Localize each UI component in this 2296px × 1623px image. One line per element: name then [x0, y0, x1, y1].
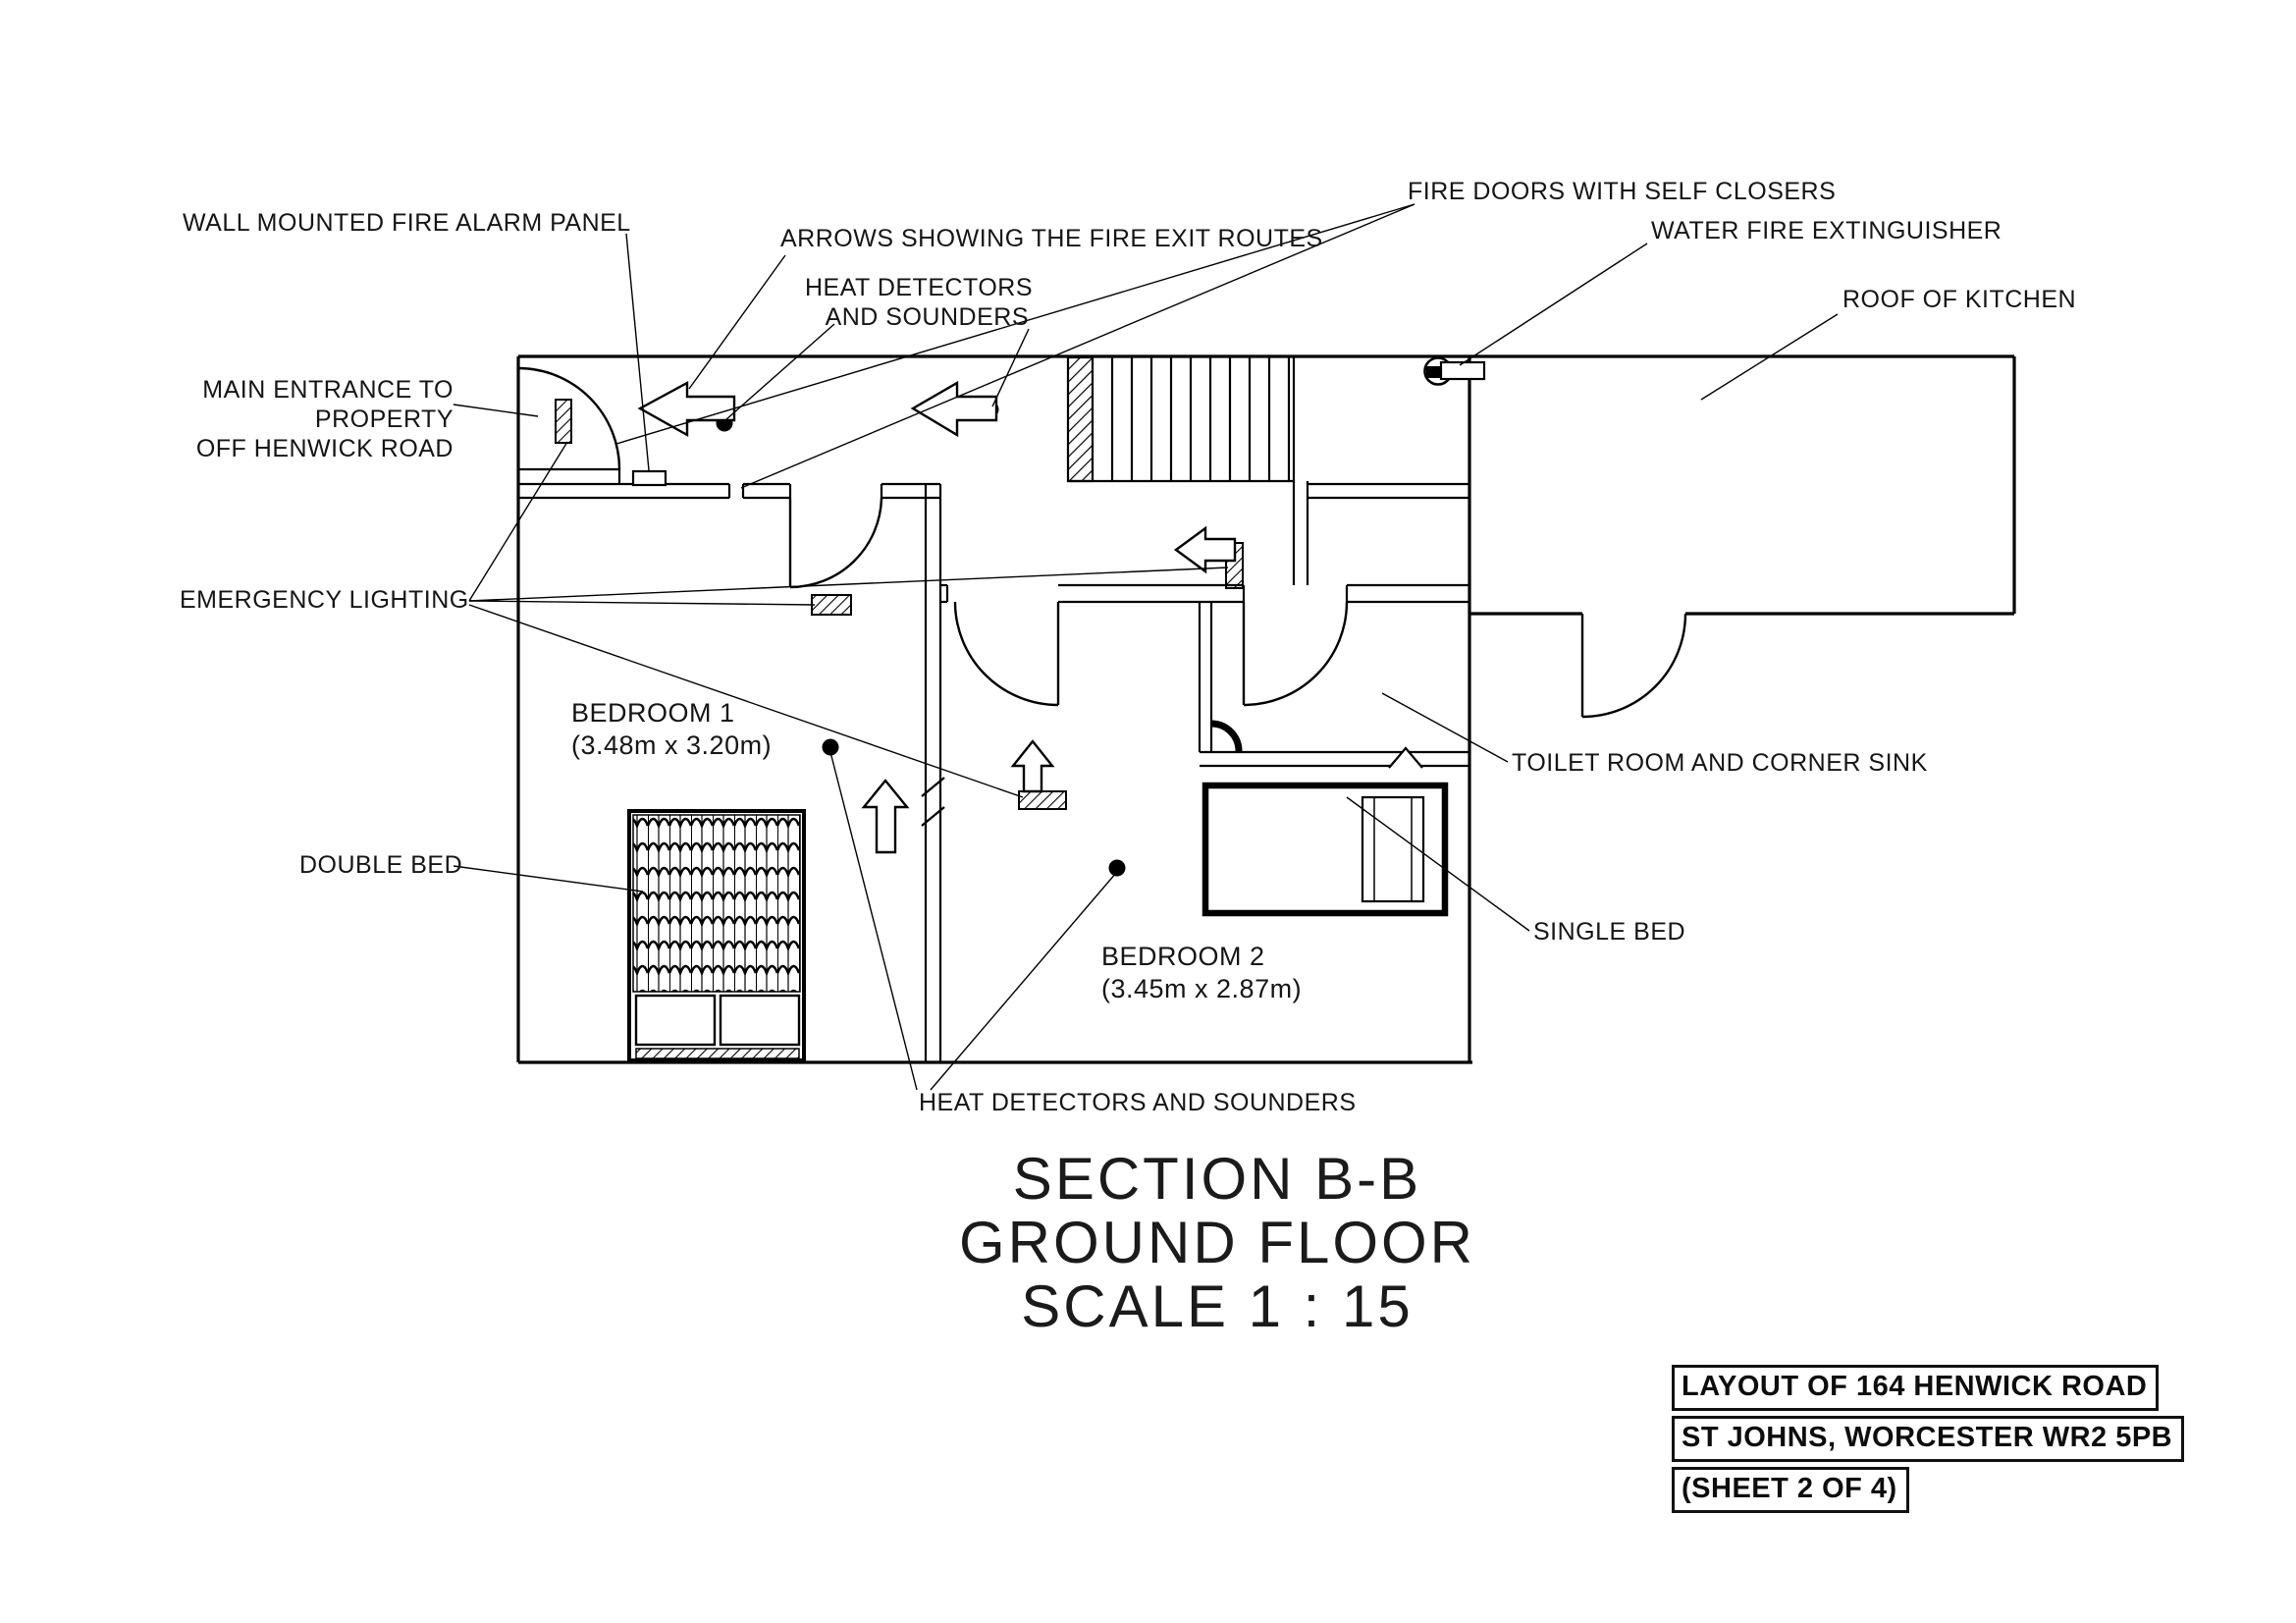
label-heat-detectors-bottom: HEAT DETECTORS AND SOUNDERS [919, 1089, 1357, 1116]
sheet-info-address-line1: LAYOUT OF 164 HENWICK ROAD [1672, 1365, 2160, 1411]
bedroom2-door-icon [953, 601, 1060, 707]
bedroom2-name: BEDROOM 2 [1101, 942, 1265, 971]
exit-arrow-up-icon [861, 779, 910, 854]
bedroom2-dimensions: (3.45m x 2.87m) [1101, 974, 1303, 1003]
toilet-door-icon [1242, 601, 1349, 707]
heat-detector-icon [822, 738, 839, 756]
label-main-entrance: MAIN ENTRANCE TO PROPERTY OFF HENWICK RO… [167, 375, 454, 463]
heat-detector-icon [1108, 859, 1126, 877]
exit-arrow-up-icon [1010, 739, 1055, 793]
label-single-bed: SINGLE BED [1533, 918, 1686, 946]
sheet-info-address-line2: ST JOHNS, WORCESTER WR2 5PB [1672, 1416, 2185, 1462]
sheet-info-block: LAYOUT OF 164 HENWICK ROAD ST JOHNS, WOR… [1672, 1365, 2185, 1518]
label-main-entrance-line1: MAIN ENTRANCE TO [202, 376, 454, 404]
main-entrance-door-icon [517, 366, 621, 470]
doors [517, 366, 1687, 719]
label-main-entrance-line2: PROPERTY [314, 406, 454, 433]
sheet-info-sheet-number: (SHEET 2 OF 4) [1672, 1467, 1909, 1513]
bedroom1-door-icon [788, 497, 883, 589]
fire-alarm-panel-icon [631, 469, 667, 487]
water-extinguisher-icon [1423, 356, 1486, 386]
label-bedroom2: BEDROOM 2 (3.45m x 2.87m) [1101, 941, 1302, 1005]
corner-sink-icon [1210, 720, 1243, 752]
emergency-light-icon [811, 594, 852, 616]
bedroom1-dimensions: (3.48m x 3.20m) [571, 730, 773, 760]
leader-lines [453, 203, 1839, 1091]
label-roof-of-kitchen: ROOF OF KITCHEN [1842, 286, 2077, 313]
label-toilet-room: TOILET ROOM AND CORNER SINK [1512, 749, 1928, 777]
title-section: SECTION B-B [1012, 1146, 1422, 1212]
single-bed-icon [1201, 782, 1449, 917]
title-floor: GROUND FLOOR [958, 1210, 1476, 1275]
label-water-extinguisher: WATER FIRE EXTINGUISHER [1651, 217, 2002, 244]
emergency-light-icon [1018, 790, 1067, 810]
fire-exit-arrows [637, 380, 1237, 854]
double-bed-icon [627, 809, 806, 1062]
staircase [1066, 355, 1296, 483]
label-heat-detectors-top-line2: AND SOUNDERS [825, 303, 1029, 331]
label-fire-doors: FIRE DOORS WITH SELF CLOSERS [1408, 178, 1837, 205]
label-exit-arrows: ARROWS SHOWING THE FIRE EXIT ROUTES [780, 225, 1323, 252]
label-bedroom1: BEDROOM 1 (3.48m x 3.20m) [571, 697, 772, 762]
title-scale: SCALE 1 : 15 [1021, 1273, 1414, 1339]
kitchen-door-icon [1580, 613, 1687, 719]
label-fire-alarm-panel: WALL MOUNTED FIRE ALARM PANEL [183, 209, 631, 237]
emergency-light-icon [555, 399, 572, 444]
kitchen-roof [1469, 356, 2016, 616]
exit-arrow-left-icon [910, 380, 998, 438]
stair-fire-door-icon [1066, 355, 1095, 483]
label-double-bed: DOUBLE BED [299, 851, 463, 879]
label-main-entrance-line3: OFF HENWICK ROAD [195, 435, 454, 462]
wall-break-marks [921, 746, 1423, 827]
drawing-title: SECTION B-B GROUND FLOOR SCALE 1 : 15 [893, 1147, 1541, 1338]
label-heat-detectors-top-line1: HEAT DETECTORS [805, 274, 1034, 301]
label-emergency-lighting: EMERGENCY LIGHTING [180, 586, 469, 614]
exit-arrow-left-icon [1173, 525, 1237, 574]
bedroom1-name: BEDROOM 1 [571, 698, 735, 728]
label-heat-detectors-top: HEAT DETECTORS AND SOUNDERS [805, 273, 1034, 332]
